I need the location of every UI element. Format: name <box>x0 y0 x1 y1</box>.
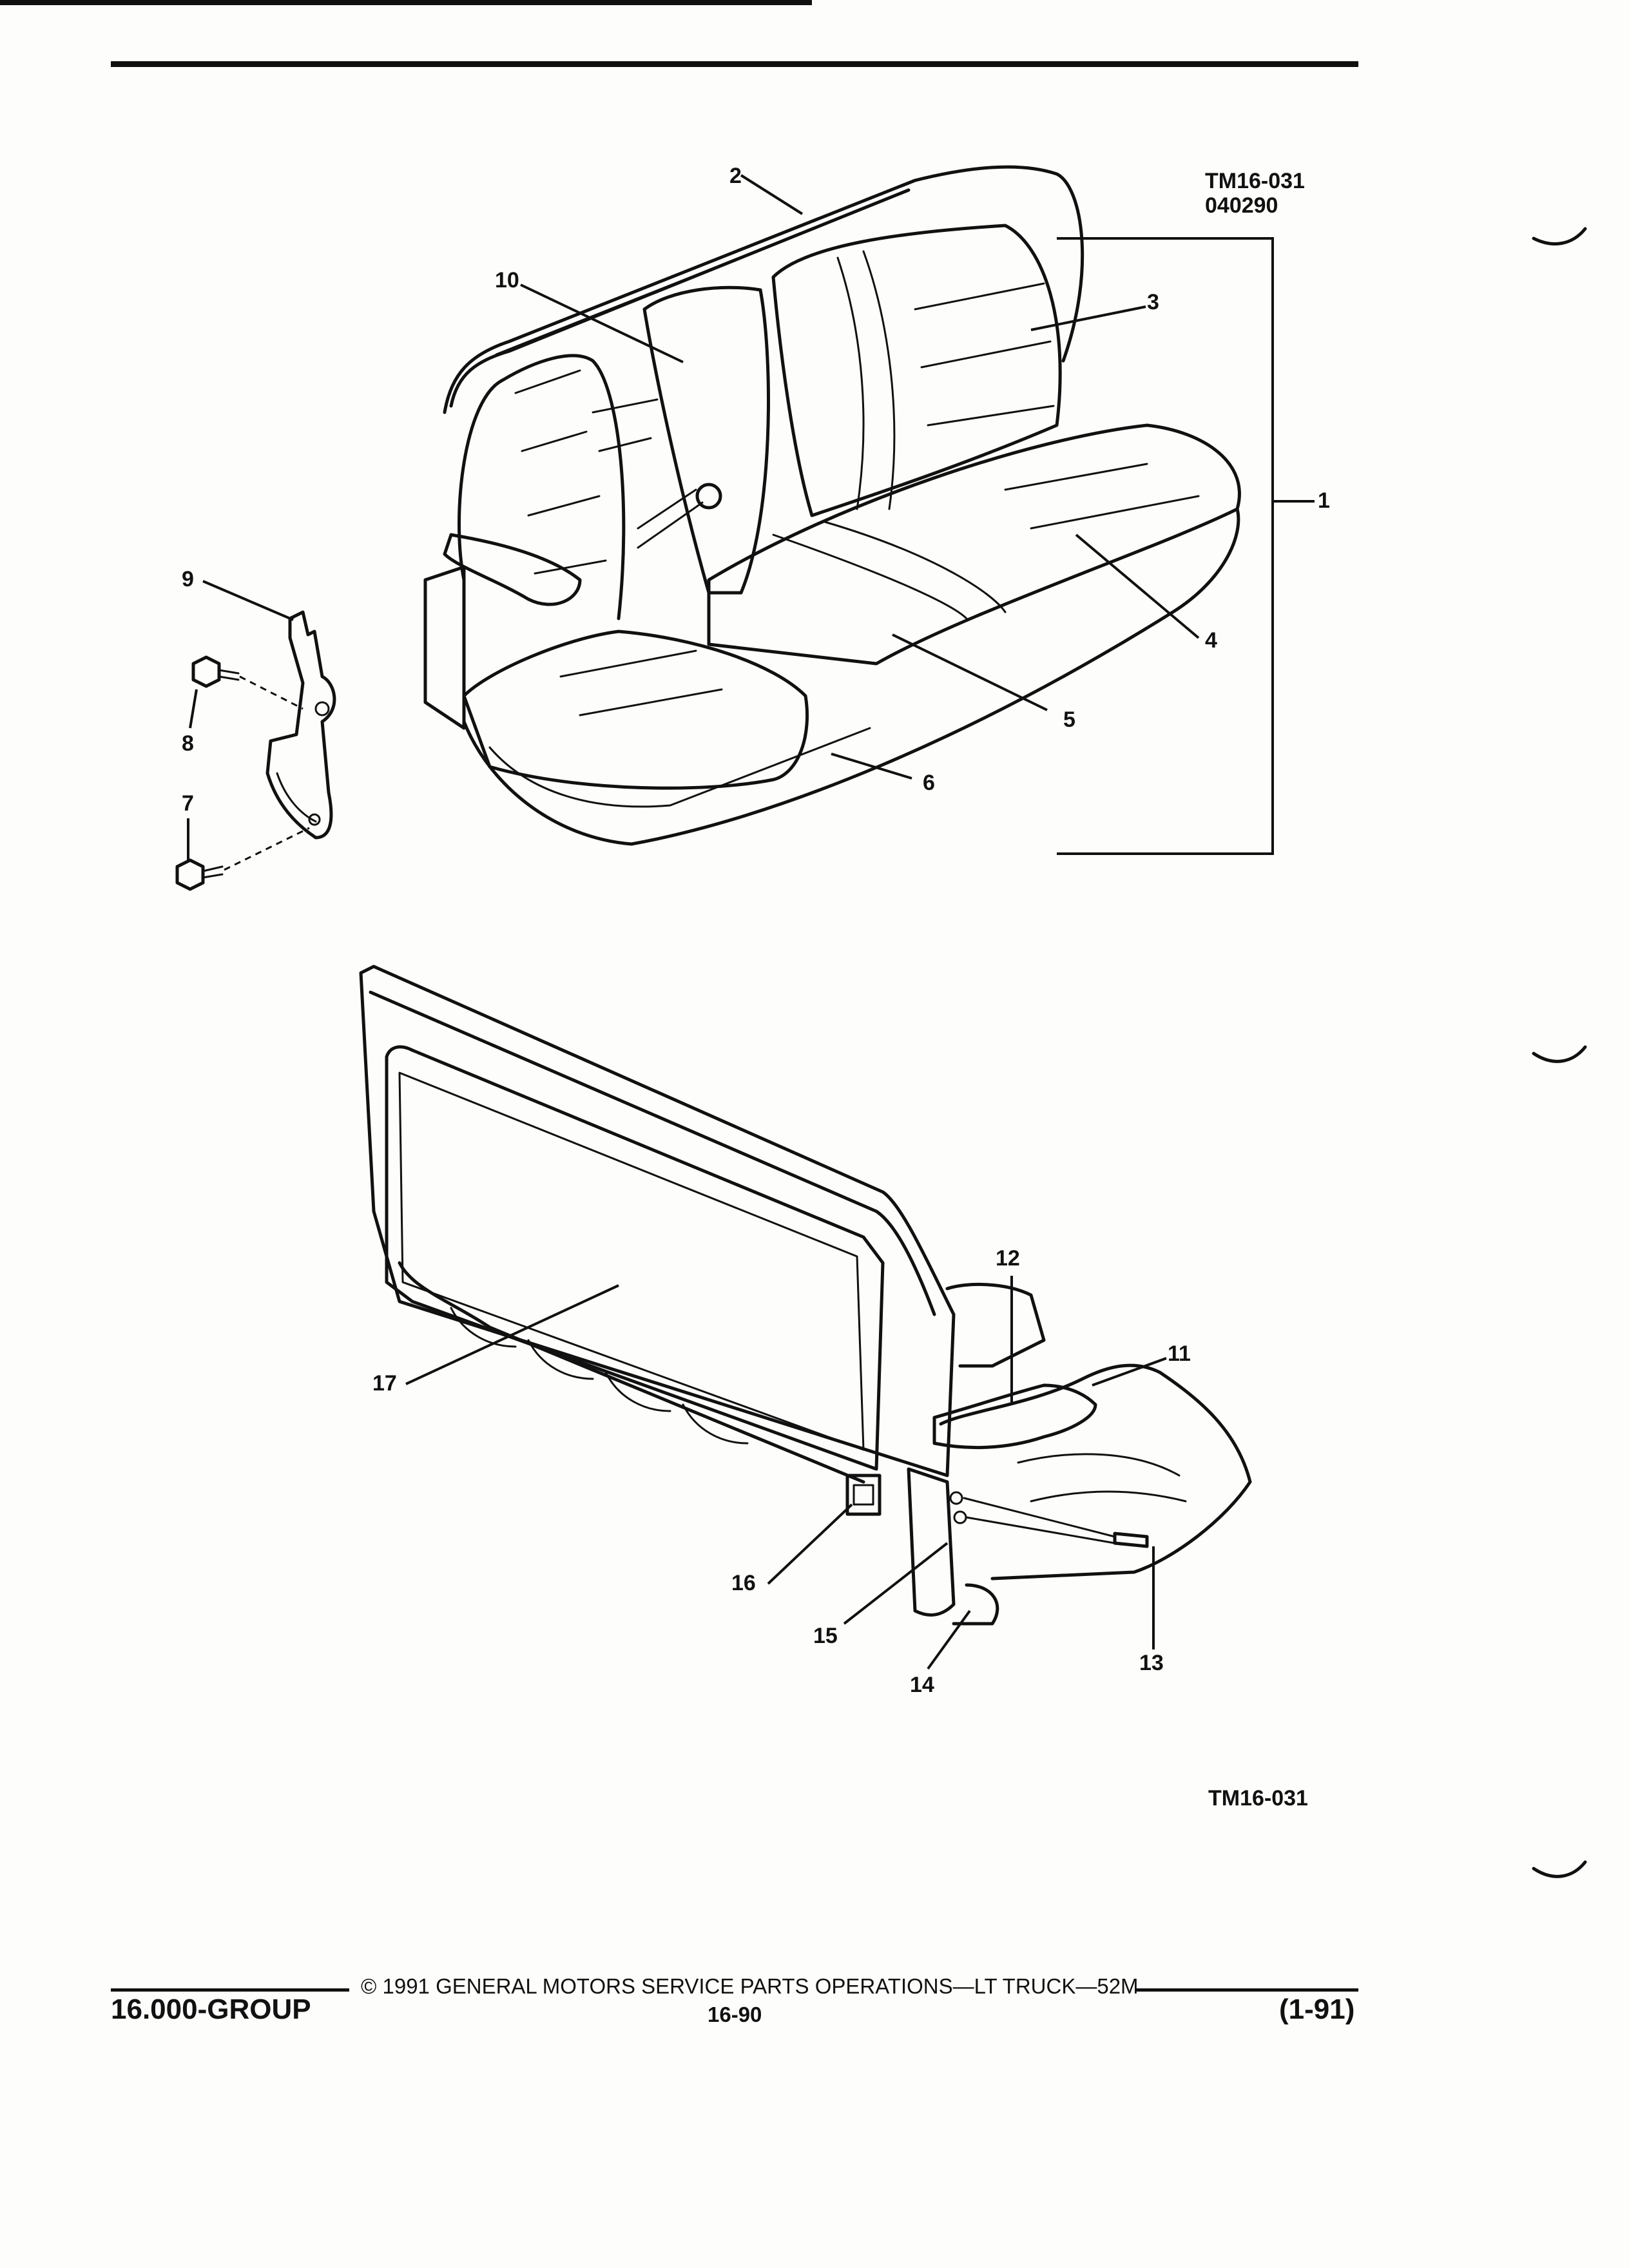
callout-13: 13 <box>1139 1651 1164 1675</box>
callout-11: 11 <box>1168 1341 1191 1366</box>
figure-code-bottom: TM16-031 <box>1208 1786 1308 1811</box>
binder-marks <box>1532 227 1587 1878</box>
footer-page-number: 16-90 <box>708 2003 762 2026</box>
bench-seat-rear-view <box>359 965 1252 1626</box>
callout-4: 4 <box>1205 628 1217 653</box>
footer-group: 16.000-GROUP <box>111 1994 311 2025</box>
callout-3: 3 <box>1147 290 1159 314</box>
footer-rule-left <box>111 1988 349 1992</box>
figure-date: 040290 <box>1205 193 1278 218</box>
figure-code-top: TM16-031 <box>1205 169 1305 193</box>
callout-6: 6 <box>923 771 935 795</box>
bench-seat-front-view <box>423 165 1241 846</box>
callout-16: 16 <box>731 1571 756 1595</box>
footer-copyright: © 1991 GENERAL MOTORS SERVICE PARTS OPER… <box>361 1974 1139 1998</box>
callout-5: 5 <box>1063 707 1075 732</box>
callout-12: 12 <box>996 1246 1020 1271</box>
upper-leaders <box>187 174 1315 860</box>
footer-revision: (1-91) <box>1279 1994 1355 2025</box>
callout-2: 2 <box>729 164 742 188</box>
top-edge-rule <box>0 0 812 5</box>
lower-leaders <box>405 1276 1167 1670</box>
callout-9: 9 <box>182 567 194 591</box>
footer-rule-right <box>1135 1988 1358 1992</box>
callout-7: 7 <box>182 791 194 816</box>
header-rule <box>111 61 1358 67</box>
callout-10: 10 <box>495 268 519 293</box>
callout-1: 1 <box>1318 488 1330 513</box>
callout-8: 8 <box>182 731 194 756</box>
callout-15: 15 <box>813 1624 838 1648</box>
hinge-bracket-assembly <box>175 610 336 891</box>
callout-14: 14 <box>910 1673 934 1697</box>
callout-17: 17 <box>372 1371 397 1396</box>
